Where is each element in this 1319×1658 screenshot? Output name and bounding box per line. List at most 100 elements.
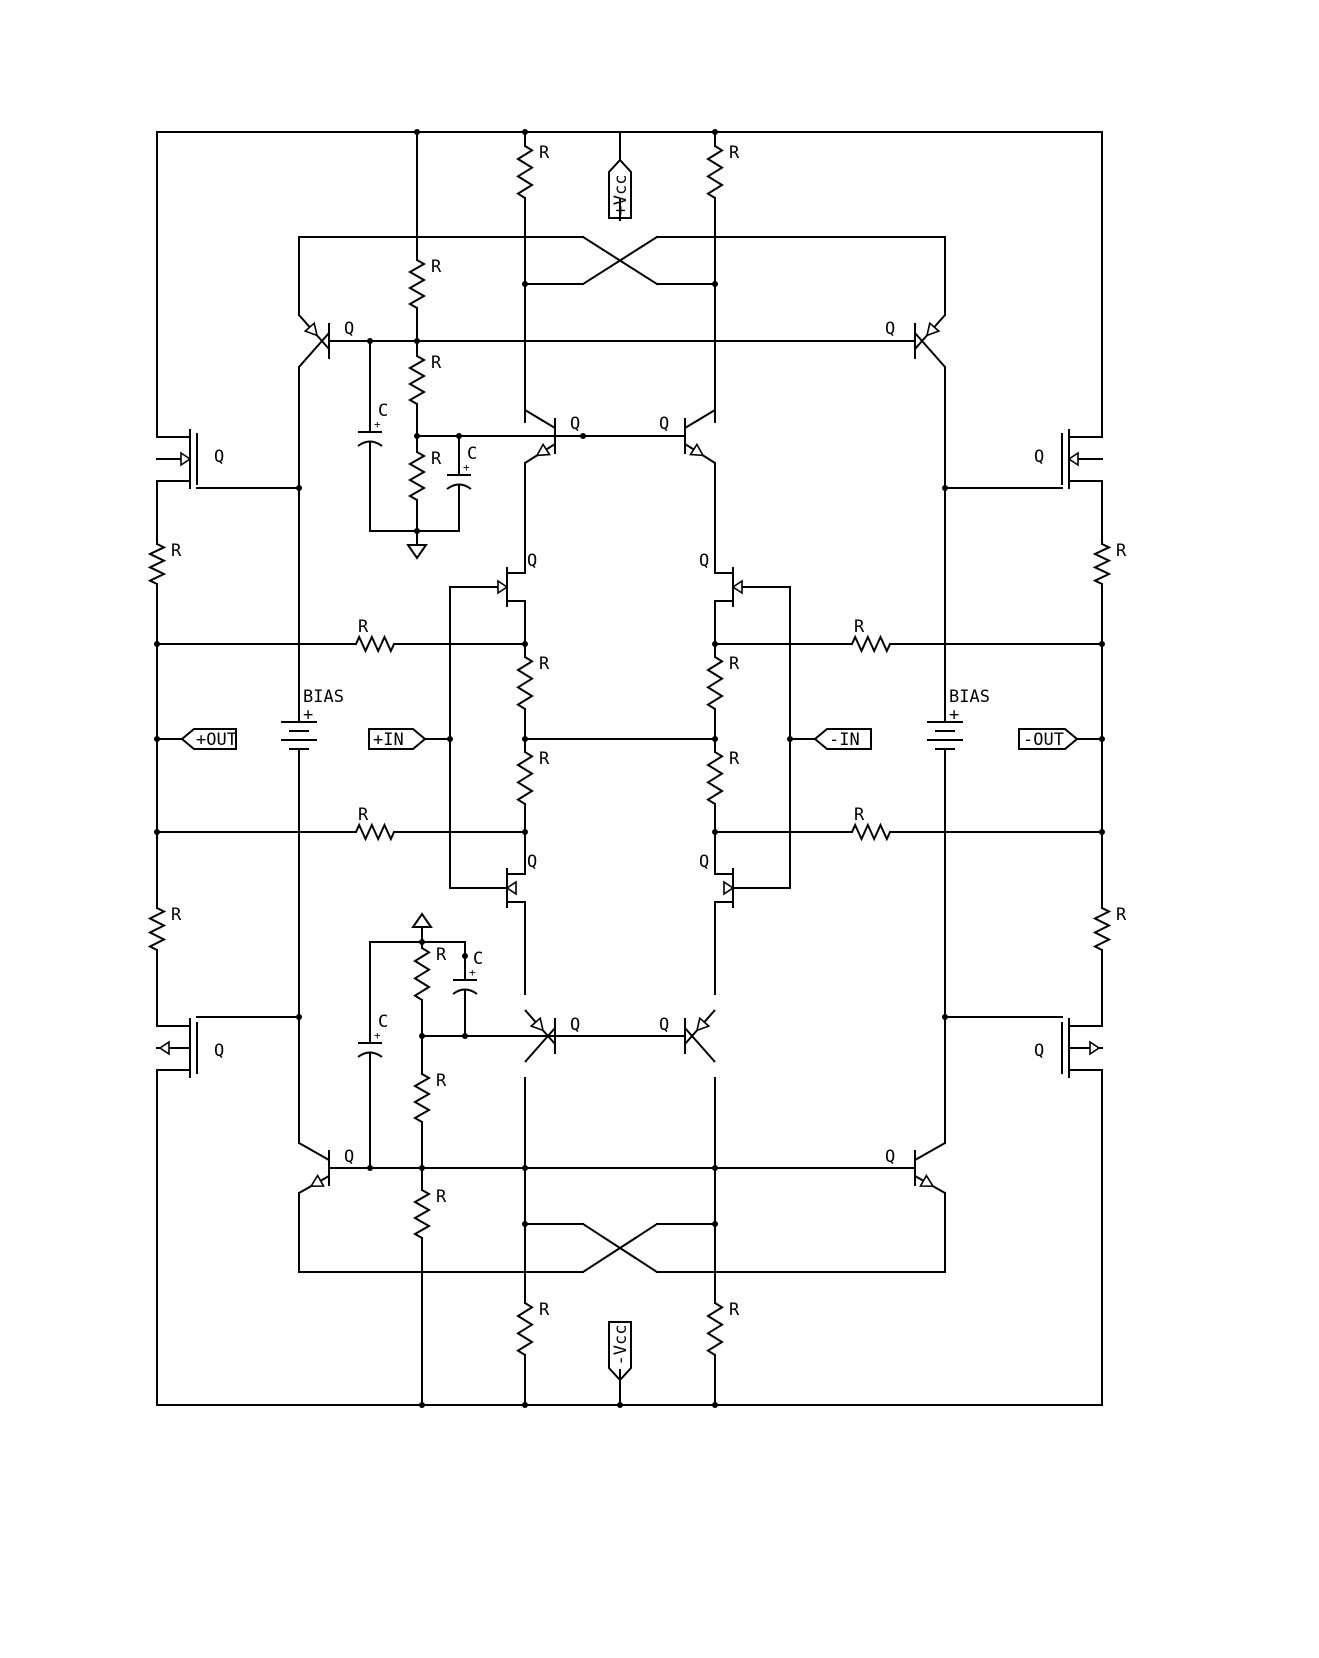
port-flag-icon [608, 158, 632, 219]
junction-dot [154, 829, 160, 835]
jfet-q-upper-right: Q [699, 551, 743, 610]
port-vcc-neg: -Vcc [608, 1321, 632, 1382]
junction-dot [522, 829, 528, 835]
resistor-label: R [358, 617, 369, 637]
junction-dot [1099, 641, 1105, 647]
transistor-label: Q [214, 1041, 224, 1061]
junction-dot [617, 1402, 623, 1408]
junction-dot [296, 1014, 302, 1020]
junction-dot [712, 281, 718, 287]
resistor-label: R [431, 353, 442, 373]
junction-dot [712, 129, 718, 135]
capacitor-label: C [378, 1012, 388, 1032]
junction-dot [787, 736, 793, 742]
bias-battery-left-icon: BIAS+ [281, 687, 344, 754]
junction-dot [414, 129, 420, 135]
port-in-neg: -IN [813, 728, 872, 750]
capacitor-label: C [467, 444, 477, 464]
junction-dot [414, 433, 420, 439]
capacitor-label: C [473, 949, 483, 969]
port-flag-icon [180, 728, 237, 750]
arrow-icon [1089, 1040, 1101, 1056]
junction-dot [712, 1402, 718, 1408]
arrow-icon [309, 1173, 325, 1188]
bias-polarity-label: + [303, 705, 313, 725]
transistor-label: Q [699, 852, 709, 872]
arrow-icon [158, 1040, 170, 1056]
resistor-label: R [358, 805, 369, 825]
resistor-icon: R [147, 541, 182, 585]
junction-dot [367, 1165, 373, 1171]
port-label: -OUT [1023, 730, 1064, 750]
resistor-icon: R [851, 805, 891, 842]
transistor-label: Q [659, 1015, 669, 1035]
resistor-label: R [729, 749, 740, 769]
junction-dot [419, 1033, 425, 1039]
arrow-icon [689, 442, 705, 457]
ground-top-icon [406, 544, 428, 560]
resistor-label: R [171, 905, 182, 925]
junction-dot [712, 829, 718, 835]
capacitor-3-icon: +C [357, 1012, 388, 1064]
junction-dot [456, 433, 462, 439]
junction-dot [522, 281, 528, 287]
resistor-label: R [171, 541, 182, 561]
resistor-icon: R [407, 449, 442, 501]
bjt-q-mid-bottom-right: Q [659, 1009, 716, 1063]
arrow-icon [505, 880, 517, 896]
resistor-icon: R [147, 905, 182, 951]
bias-label: BIAS [949, 687, 990, 707]
resistor-label: R [436, 945, 447, 965]
arrow-icon [925, 321, 941, 337]
port-flag-icon [368, 728, 427, 750]
wires [156, 131, 1103, 1406]
arrow-icon [180, 451, 192, 467]
capacitor-label: C [378, 401, 388, 421]
junction-dot [154, 641, 160, 647]
bjt-q-top-right: Q [885, 314, 946, 368]
junction-dot [1099, 829, 1105, 835]
bjt-q-mid-top-left: Q [524, 409, 580, 464]
resistor-label: R [729, 1300, 740, 1320]
transistor-label: Q [1034, 1041, 1044, 1061]
port-label: +IN [373, 730, 404, 750]
resistor-icon: R [516, 749, 550, 805]
resistor-label: R [854, 805, 865, 825]
junction-dot [154, 736, 160, 742]
resistor-label: R [1116, 541, 1127, 561]
junction-dot [522, 736, 528, 742]
arrow-icon [919, 1173, 935, 1188]
junction-dot [462, 953, 468, 959]
junction-dot [580, 433, 586, 439]
arrow-icon [1067, 451, 1079, 467]
resistor-icon: R [1092, 905, 1127, 951]
transistor-label: Q [214, 447, 224, 467]
resistor-icon: R [516, 654, 550, 710]
transistor-label: Q [527, 551, 537, 571]
transistor-label: Q [1034, 447, 1044, 467]
bjt-q-bottom-right: Q [885, 1142, 946, 1194]
transistor-label: Q [570, 1015, 580, 1035]
arrow-icon [497, 579, 509, 595]
port-flag-icon [813, 728, 872, 750]
capacitor-polarity-label: + [463, 461, 470, 474]
resistor-icon: R [516, 1300, 550, 1356]
bjt-q-mid-bottom-left: Q [524, 1009, 580, 1063]
port-label: -IN [829, 730, 860, 750]
jfet-q-lower-left: Q [497, 852, 537, 908]
port-label: +OUT [196, 730, 237, 750]
capacitor-polarity-label: + [469, 966, 476, 979]
junction-dot [522, 1402, 528, 1408]
junction-dot [447, 736, 453, 742]
bjt-q-bottom-left: Q [298, 1142, 354, 1194]
junction-dot [522, 129, 528, 135]
junction-dot [296, 485, 302, 491]
resistor-icon: R [355, 805, 395, 842]
junction-dot [712, 1165, 718, 1171]
bias-battery-right-icon: BIAS+ [927, 687, 990, 754]
resistor-label: R [729, 654, 740, 674]
mosfet-q-lower-left: Q [157, 1016, 299, 1078]
resistor-icon: R [706, 143, 740, 199]
mosfet-q-upper-left: Q [157, 429, 299, 489]
resistor-icon: R [355, 617, 395, 654]
